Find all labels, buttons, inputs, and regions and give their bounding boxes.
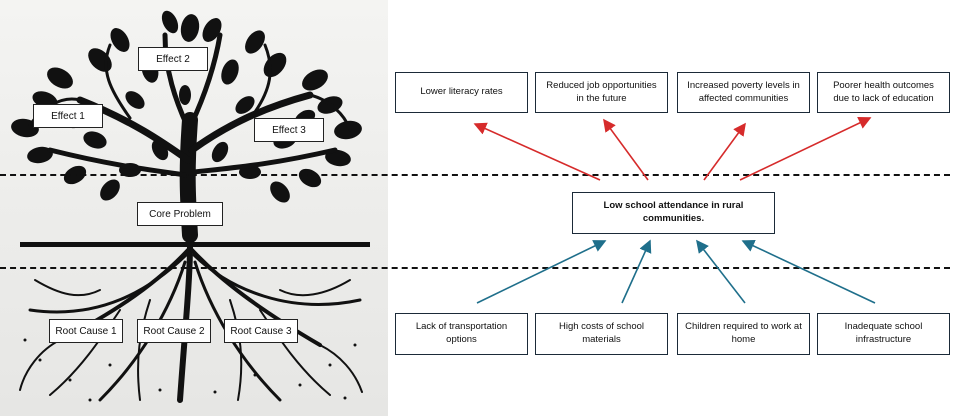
effect-arrow-3 <box>703 122 746 181</box>
tree-icon <box>11 10 370 403</box>
effect-box-1: Lower literacy rates <box>395 72 528 113</box>
effect-arrow-1 <box>473 122 601 181</box>
problem-tree-illustration: Effect 2 Effect 1 Effect 3 Core Problem … <box>0 0 388 416</box>
cause-box-2: High costs of school materials <box>535 313 668 355</box>
cause-arrow-2 <box>621 239 652 304</box>
tree-label-effect-3: Effect 3 <box>254 118 324 142</box>
effect-box-2: Reduced job opportunities in the future <box>535 72 668 113</box>
cause-box-4: Inadequate school infrastructure <box>817 313 950 355</box>
effect-arrow-4 <box>739 117 872 181</box>
tree-label-core-problem: Core Problem <box>137 202 223 226</box>
cause-arrow-4 <box>741 239 876 304</box>
tree-label-root-cause-1: Root Cause 1 <box>49 319 123 343</box>
lower-dashed-divider <box>0 267 950 269</box>
effect-arrow-2 <box>603 118 649 181</box>
cause-arrow-1 <box>476 240 607 304</box>
cause-box-1: Lack of transportation options <box>395 313 528 355</box>
upper-dashed-divider <box>0 174 950 176</box>
core-problem-box: Low school attendance in rural communiti… <box>572 192 775 234</box>
tree-label-effect-1: Effect 1 <box>33 104 103 128</box>
tree-label-root-cause-3: Root Cause 3 <box>224 319 298 343</box>
effect-box-3: Increased poverty levels in affected com… <box>677 72 810 113</box>
tree-label-effect-2: Effect 2 <box>138 47 208 71</box>
effect-box-4: Poorer health outcomes due to lack of ed… <box>817 72 950 113</box>
cause-box-3: Children required to work at home <box>677 313 810 355</box>
tree-label-root-cause-2: Root Cause 2 <box>137 319 211 343</box>
cause-arrow-3 <box>696 239 746 304</box>
